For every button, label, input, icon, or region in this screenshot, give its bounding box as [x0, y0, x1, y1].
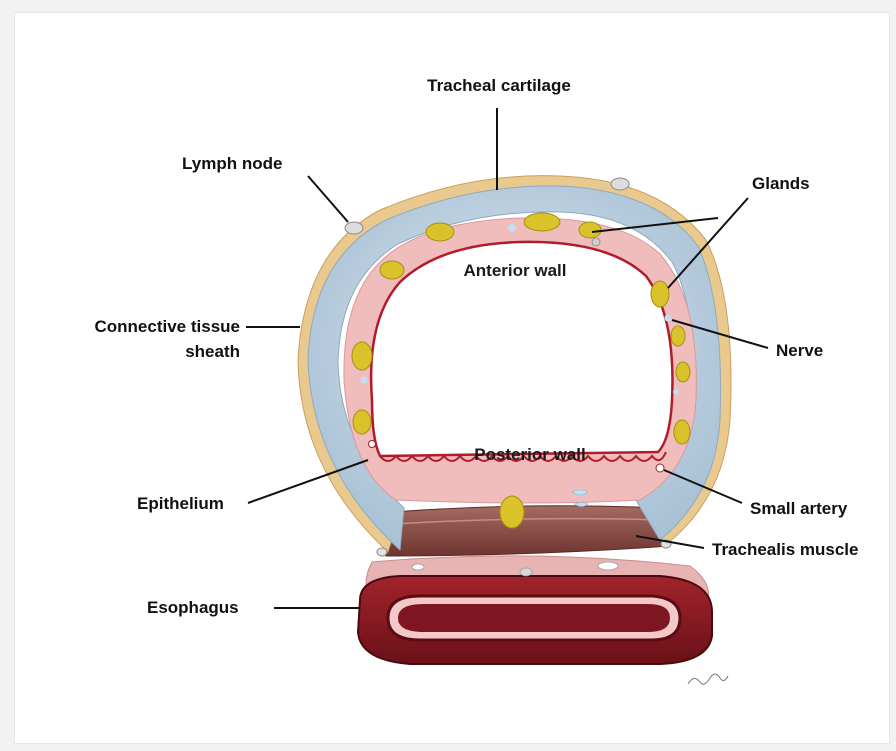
label-epithelium: Epithelium: [137, 494, 224, 514]
trachealis-muscle-shape: [386, 506, 670, 556]
label-small-artery: Small artery: [750, 499, 847, 519]
label-tracheal-cartilage: Tracheal cartilage: [404, 76, 594, 96]
label-posterior-wall: Posterior wall: [440, 445, 620, 465]
label-trachealis-muscle: Trachealis muscle: [712, 540, 858, 560]
label-connective-tissue-line2: sheath: [44, 342, 240, 362]
label-esophagus: Esophagus: [147, 598, 239, 618]
label-lymph-node: Lymph node: [182, 154, 282, 174]
esophagus-shape: [358, 556, 712, 664]
leader-lymph-node: [308, 176, 348, 222]
label-nerve: Nerve: [776, 341, 823, 361]
artist-signature: [688, 674, 728, 684]
label-anterior-wall: Anterior wall: [430, 261, 600, 281]
label-connective-tissue-line1: Connective tissue: [44, 317, 240, 337]
label-glands: Glands: [752, 174, 810, 194]
